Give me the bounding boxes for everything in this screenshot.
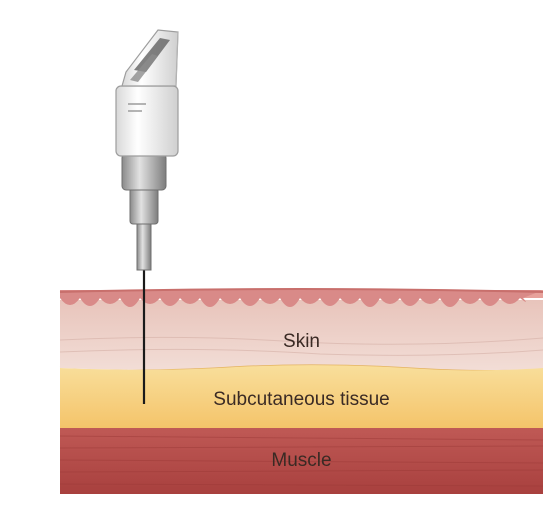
skin-label: Skin	[283, 331, 320, 352]
muscle-label: Muscle	[271, 450, 332, 471]
insulin-pen-icon	[115, 29, 179, 271]
muscle-layer	[59, 426, 543, 494]
epidermis-layer	[59, 288, 543, 307]
skin-layer	[59, 300, 543, 370]
subcutaneous-tissue-label: Subcutaneous tissue	[213, 389, 390, 410]
